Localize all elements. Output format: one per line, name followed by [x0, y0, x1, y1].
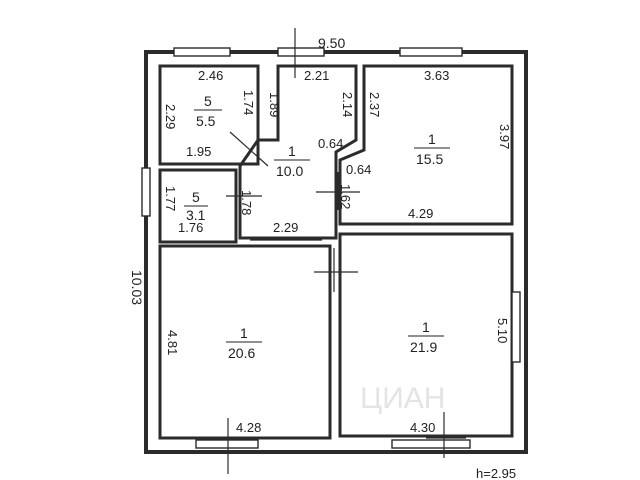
watermark-text: ЦИАН — [360, 382, 445, 415]
dim-hall-left: 1.89 — [267, 92, 282, 117]
room-label-tr: 1 15.5 — [414, 131, 450, 167]
dim-small-right: 1.78 — [239, 190, 254, 215]
room-br-area: 21.9 — [410, 339, 437, 355]
dim-small-left: 1.77 — [163, 186, 178, 211]
dim-hall-top: 2.21 — [304, 68, 329, 83]
window-top-right — [399, 47, 463, 57]
room-small-area: 3.1 — [186, 207, 206, 223]
dim-hall-bottom: 2.29 — [273, 220, 298, 235]
room-bl-number: 1 — [240, 325, 248, 341]
window-bottom-left — [195, 439, 259, 449]
outer-wall — [144, 50, 528, 454]
dim-tr-right: 3.97 — [497, 124, 512, 149]
room-top-left — [158, 64, 260, 166]
dim-overall-height: 10.03 — [129, 270, 145, 305]
dim-hall-door: 1.62 — [338, 184, 353, 209]
dim-br-bottom: 4.30 — [410, 420, 435, 435]
dim-bl-left: 4.81 — [165, 330, 180, 355]
room-bl-area: 20.6 — [228, 345, 255, 361]
door-tl-diag — [229, 131, 269, 167]
dim-tr-top: 3.63 — [424, 68, 449, 83]
room-top-right — [338, 64, 514, 226]
room-label-br: 1 21.9 — [408, 319, 444, 355]
dim-hall-right: 2.14 — [340, 92, 355, 117]
dim-br-right: 5.10 — [495, 318, 510, 343]
dim-hall-inner-a: 0.64 — [318, 136, 343, 151]
room-hall-area: 10.0 — [276, 163, 303, 179]
window-top-hall — [277, 47, 325, 57]
dim-tl-right: 1.74 — [241, 90, 256, 115]
room-label-bl: 1 20.6 — [226, 325, 262, 361]
dim-tl-left: 2.29 — [163, 104, 178, 129]
dim-bl-bottom: 4.28 — [236, 420, 261, 435]
room-hall-number: 1 — [288, 143, 296, 159]
dim-tr-left: 2.37 — [367, 92, 382, 117]
room-label-hall: 1 10.0 — [274, 143, 310, 179]
room-br-number: 1 — [422, 319, 430, 335]
room-label-tl: 5 5.5 — [194, 93, 222, 129]
window-bottom-right — [391, 439, 471, 449]
room-small-number: 5 — [192, 189, 200, 205]
dim-small-bottom: 1.76 — [178, 220, 203, 235]
dim-tl-top: 2.46 — [198, 68, 223, 83]
window-top-left — [173, 47, 231, 57]
room-bottom-left — [158, 244, 332, 440]
room-tr-number: 1 — [428, 131, 436, 147]
room-tl-number: 5 — [204, 93, 212, 109]
window-right — [511, 291, 521, 363]
room-label-small: 5 3.1 — [184, 189, 208, 223]
room-tr-area: 15.5 — [416, 151, 443, 167]
dim-overall-width: 9.50 — [318, 35, 345, 51]
dim-tr-bottom: 4.29 — [408, 206, 433, 221]
room-tl-area: 5.5 — [196, 113, 216, 129]
ceiling-height: h=2.95 — [476, 466, 516, 480]
dim-hall-inner-b: 0.64 — [346, 162, 371, 177]
window-left-small — [141, 167, 151, 217]
dim-tl-bottom: 1.95 — [186, 144, 211, 159]
room-hall — [238, 64, 358, 240]
